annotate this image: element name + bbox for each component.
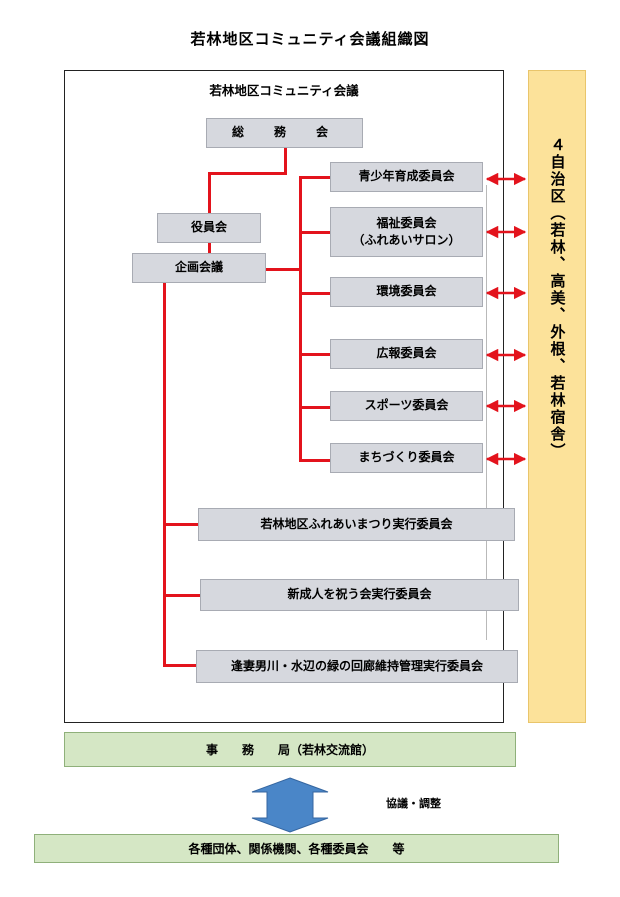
coordination-double-arrow [251,777,329,833]
connector-planning-to-bus [266,268,301,271]
secretariat-box: 事 務 局（若林交流館） [64,732,516,767]
connector-officers-to-planning [208,242,211,254]
general-affairs-box: 総 務 会 [206,118,363,148]
connector-exec-2 [163,594,201,597]
connector-exec-3 [163,664,197,667]
connector-committee-3 [299,292,330,295]
council-title: 若林地区コミュニティ会議 [209,83,359,98]
connector-exec-1 [163,523,199,526]
exec-riverside: 逢妻男川・水辺の緑の回廊維持管理実行委員会 [196,650,518,683]
guide-line [486,185,487,640]
page-title: 若林地区コミュニティ会議組織図 [190,30,430,48]
autonomous-districts-box: ４自治区（若林、高美、外根、若林宿舎） [528,70,586,723]
committee-bus [299,176,302,461]
exec-festival: 若林地区ふれあいまつり実行委員会 [198,508,515,541]
planning-box: 企画会議 [132,253,266,283]
connector-committee-4 [299,353,330,356]
committee-sports: スポーツ委員会 [330,391,483,421]
officers-box: 役員会 [157,213,261,243]
connector-committee-6 [299,459,330,462]
committee-youth: 青少年育成委員会 [330,162,483,192]
organizations-box: 各種団体、関係機関、各種委員会 等 [34,834,559,863]
connector-somu-horizontal [208,172,287,175]
committee-pr: 広報委員会 [330,339,483,369]
connector-somu-down [284,147,287,174]
connector-committee-5 [299,406,330,409]
exec-bus [163,280,166,666]
committee-town-planning: まちづくり委員会 [330,443,483,473]
consultation-label: 協議・調整 [386,797,441,810]
connector-committee-2 [299,231,330,234]
connector-somu-to-officers [208,172,211,214]
autonomous-districts-label: ４自治区（若林、高美、外根、若林宿舎） [548,137,567,460]
exec-coming-of-age: 新成人を祝う会実行委員会 [200,579,519,611]
committee-welfare: 福祉委員会 （ふれあいサロン） [330,207,483,257]
connector-committee-1 [299,176,330,179]
committee-environment: 環境委員会 [330,277,483,307]
